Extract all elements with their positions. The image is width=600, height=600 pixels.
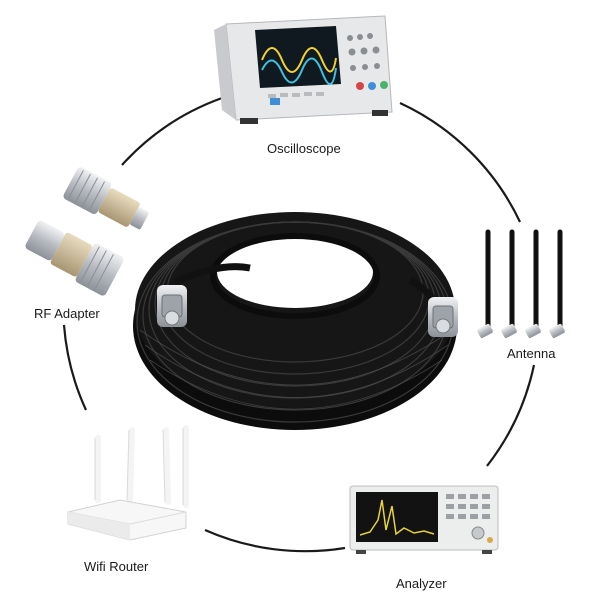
antenna-label: Antenna (507, 346, 556, 361)
rf-adapter-bottom (25, 220, 124, 296)
ring-arc-bottom (204, 528, 346, 553)
rf-adapter-top (63, 167, 149, 230)
analyzer-label: Analyzer (396, 576, 447, 591)
oscilloscope-icon (214, 15, 393, 124)
rf-adapter-icon (25, 167, 149, 296)
ring-arc-left (62, 324, 87, 411)
ring-arc-right (486, 364, 536, 467)
connection-ring (62, 96, 536, 553)
ring-arc-top-left (121, 96, 223, 166)
rf-adapter-label: RF Adapter (34, 306, 100, 321)
wifi-router-label: Wifi Router (84, 559, 149, 574)
antenna-icon (477, 229, 565, 338)
wifi-router-icon (67, 425, 189, 541)
bnc-connector-right (428, 297, 458, 337)
oscilloscope-label: Oscilloscope (267, 141, 341, 156)
coaxial-cable-icon (133, 212, 458, 430)
bnc-connector-left (157, 285, 187, 327)
ring-arc-top-right (399, 102, 521, 223)
spectrum-analyzer-icon (349, 485, 499, 554)
